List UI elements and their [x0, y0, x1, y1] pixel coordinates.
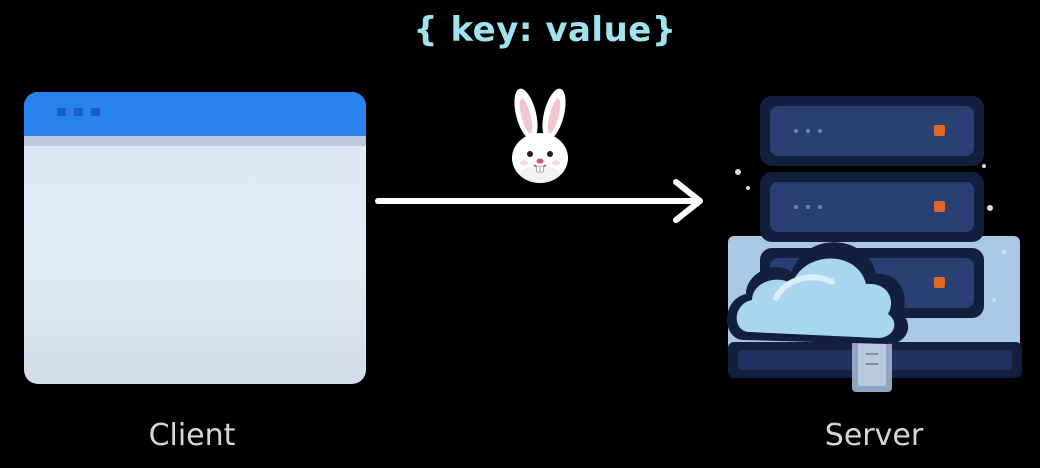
browser-bar-stripe	[24, 136, 366, 146]
client-browser-window-icon	[24, 92, 366, 384]
browser-title-bar	[24, 92, 366, 136]
payload-label: { key: value}	[413, 10, 677, 50]
rabbit-icon	[512, 88, 568, 183]
browser-body	[24, 146, 366, 384]
cloud-icon	[727, 242, 909, 344]
server-rack-icon	[727, 96, 1022, 392]
server-caption: Server	[824, 418, 924, 453]
browser-dot	[74, 108, 83, 116]
client-caption: Client	[148, 418, 236, 453]
right-arrow-icon	[375, 179, 703, 223]
browser-dot	[57, 108, 66, 116]
browser-dot	[91, 108, 100, 116]
